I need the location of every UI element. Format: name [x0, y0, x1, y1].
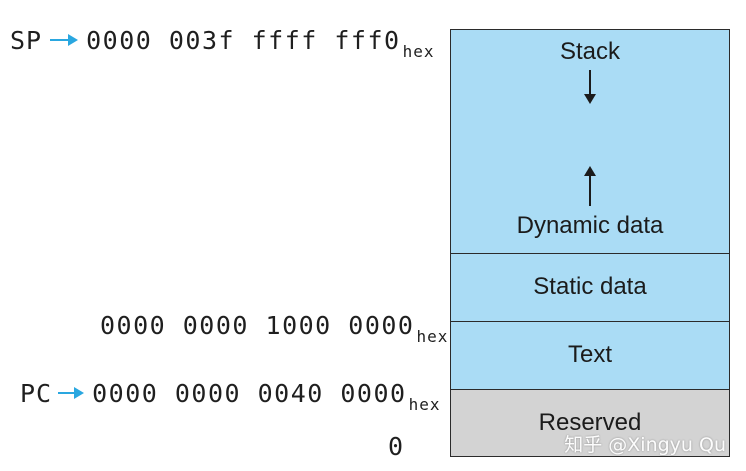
arrow-up-icon: [584, 166, 596, 206]
segment-stack-dynamic: Stack Dynamic data: [451, 30, 729, 254]
static-start-address: 0000 0000 1000 0000: [100, 311, 415, 340]
sp-hex-suffix: hex: [402, 42, 435, 61]
pc-row: PC 0000 0000 0040 0000 hex: [20, 379, 441, 414]
stack-label: Stack: [559, 38, 621, 65]
sp-address: 0000 003f ffff fff0: [86, 26, 401, 55]
pc-address: 0000 0000 0040 0000: [92, 379, 407, 408]
segment-text: Text: [451, 322, 729, 390]
zero-address: 0: [388, 432, 404, 461]
segment-reserved: Reserved: [451, 390, 729, 456]
pc-hex-suffix: hex: [408, 395, 441, 414]
memory-map: Stack Dynamic data Static data Text Rese…: [450, 29, 730, 457]
watermark: 知乎 @Xingyu Qu: [564, 434, 726, 456]
segment-static-data: Static data: [451, 254, 729, 322]
static-start-hex-suffix: hex: [416, 327, 449, 346]
text-label: Text: [567, 341, 612, 368]
sp-arrow-icon: [50, 34, 79, 46]
pc-arrow-icon: [58, 387, 85, 399]
dynamic-data-label: Dynamic data: [516, 212, 664, 239]
static-start-row: 0000 0000 1000 0000 hex: [100, 311, 448, 346]
sp-row: SP 0000 003f ffff fff0 hex: [10, 26, 435, 61]
reserved-label: Reserved: [538, 409, 642, 436]
pc-label: PC: [20, 379, 53, 408]
static-data-label: Static data: [533, 273, 647, 300]
arrow-down-icon: [584, 70, 596, 104]
sp-label: SP: [10, 26, 43, 55]
